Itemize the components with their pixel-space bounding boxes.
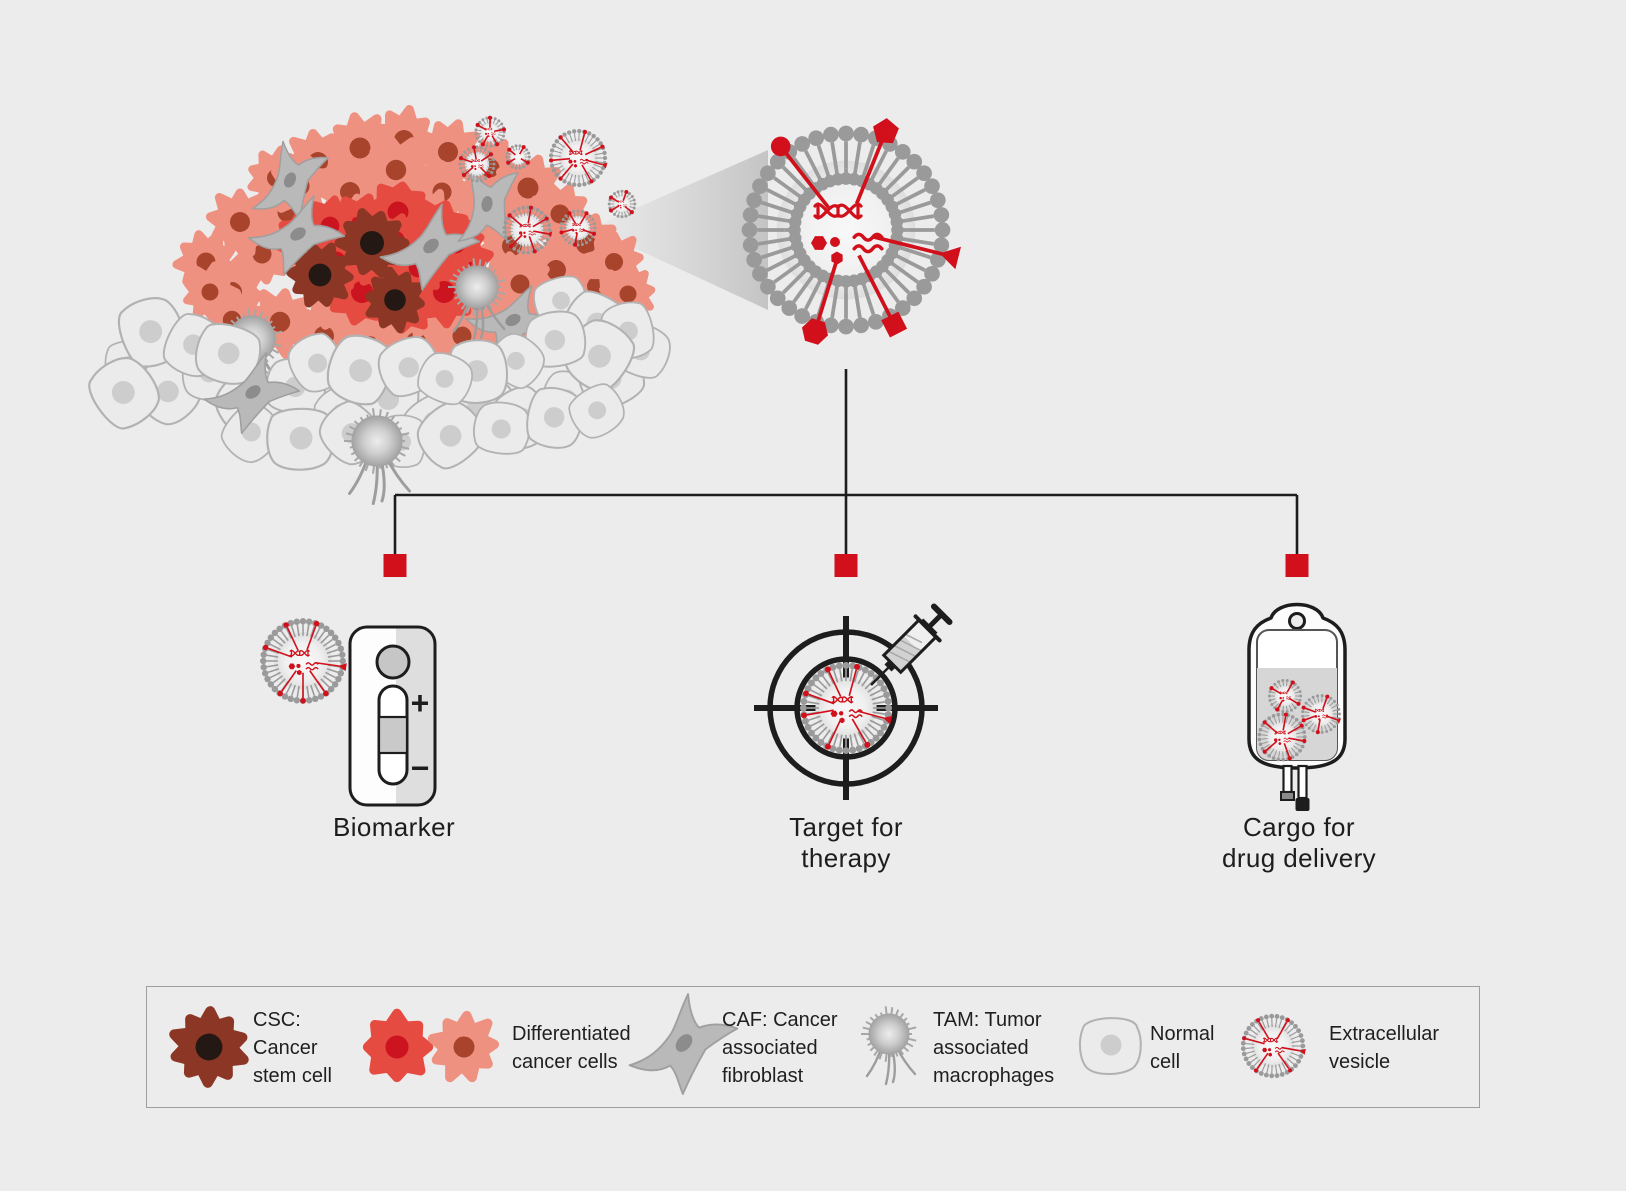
label-biomarker: Biomarker [332,812,456,842]
normal-cell [111,289,193,375]
biomarker-test-icon: +− [260,618,437,807]
tumor-associated-macrophage-icon [861,1006,917,1086]
test-band [377,715,409,755]
normal-cell [411,344,480,412]
differentiated-cancer-cell [178,259,242,326]
differentiated-cancer-cell [521,175,598,254]
legend-label-csc: CSC: Cancer stem cell [253,1009,332,1087]
released-vesicles [458,115,637,255]
differentiated-cancer-cell [493,150,564,226]
positive-symbol: + [411,685,430,721]
normal-cell [318,326,402,413]
normal-cell [480,324,553,397]
differentiated-cancer-cell [353,127,439,214]
cancer-stem-cell-icon [163,1002,256,1091]
branch-marker-cargo [1285,554,1309,577]
normal-cell [79,346,170,439]
cancer-stem-cell [363,266,427,334]
legend-icons [163,985,1306,1104]
differentiated-cancer-cell [489,250,553,318]
syringe-icon [870,603,953,686]
label-target-for-therapy: Target for therapy [789,812,903,873]
normal-cell [370,329,448,404]
tumor-associated-macrophage [448,258,506,341]
extracellular-vesicle-icon [458,145,496,183]
sample-well [375,644,411,680]
cancer-stem-cell [339,213,405,274]
extracellular-vesicle-icon [1267,679,1303,713]
legend-label-extracellular-vesicle: Extracellular vesicle [1329,1023,1440,1073]
extracellular-vesicle-icon [559,209,597,247]
target-crosshair-icon [754,603,953,800]
bag-hanger-hole [1288,612,1306,630]
extracellular-vesicle-icon [502,205,553,255]
cassette-outline [348,625,437,807]
normal-cell [521,307,589,371]
label-cargo-for-drug-delivery: Cargo for drug delivery [1221,812,1377,873]
differentiated-cancer-cell [514,227,598,312]
normal-cell [406,391,494,478]
extracellular-vesicle-icon [607,189,637,219]
differentiated-cancer-cell [320,106,399,189]
normal-cell [553,309,645,401]
cancer-stem-cell [277,233,362,318]
cancer-associated-fibroblast [426,145,548,265]
cancer-associated-fibroblast [201,348,303,438]
extracellular-vesicle-icon [1301,694,1342,735]
connector-lines [393,369,1299,555]
extracellular-vesicle-icon [548,128,608,188]
tumor-stroma-cells [201,348,411,505]
differentiated-cancer-cell [577,224,650,299]
extracellular-vesicle-icon [505,144,531,170]
branch-marker-biomarker [383,554,407,577]
branch-marker-target [834,554,858,577]
legend-label-normal-cell: Normal cell [1150,1023,1215,1073]
differentiated-cancer-cells-icon [368,1013,429,1077]
normal-cell [265,407,336,472]
normal-cell-icon [1078,1017,1142,1075]
extracellular-vesicle-large [741,118,961,345]
normal-cell [562,376,633,446]
extracellular-vesicle-large-icon [741,118,961,345]
iv-bag-icon [1247,602,1347,811]
differentiated-cancer-cell [409,115,488,190]
differentiated-cancer-cell [594,258,663,329]
normal-cell [528,271,593,333]
negative-symbol: − [411,750,430,786]
extracellular-vesicle-icon [474,115,507,148]
legend-label-caf: CAF: Cancer associated fibroblast [722,1009,838,1087]
normal-cell [280,326,353,401]
cancer-associated-fibroblast [457,271,566,371]
magnification-beam [600,150,768,310]
cancer-associated-fibroblast [243,186,351,283]
tumor-associated-macrophage [344,408,411,505]
extracellular-vesicle-icon [1240,1013,1306,1079]
legend-box [146,986,1480,1108]
differentiated-cancer-cell [200,180,281,263]
normal-cell [520,382,590,454]
extracellular-vesicle-icon [799,661,893,755]
cancer-associated-fibroblast [231,126,348,237]
normal-cell [469,397,535,459]
extracellular-vesicle-icon [1257,712,1307,762]
cancer-associated-fibroblast [379,203,481,291]
differentiated-cancer-cells-icon [420,1002,507,1091]
normal-cell [123,348,211,436]
differentiated-cancer-cell [228,222,296,286]
connector [383,369,1309,577]
legend-label-differentiated: Differentiated cancer cells [512,1023,631,1073]
legend-label-tam: TAM: Tumor associated macrophages [933,1009,1055,1087]
normal-cell [188,316,268,392]
cancer-associated-fibroblast-icon [618,985,748,1104]
extracellular-vesicle-icon [260,618,347,704]
